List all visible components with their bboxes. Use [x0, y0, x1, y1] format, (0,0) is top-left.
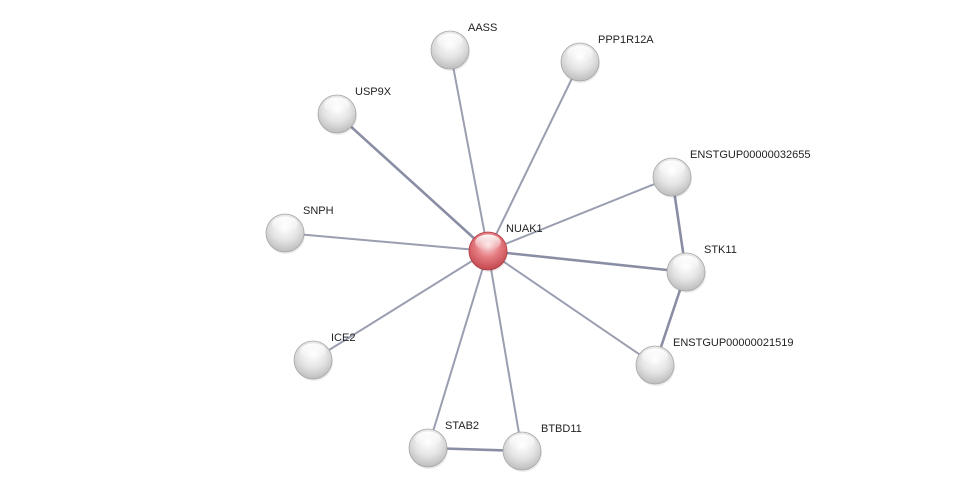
node-gloss [475, 234, 501, 251]
node-nuak1[interactable]: NUAK1 [468, 223, 543, 272]
node-layer: NUAK1 AASS PPP1R12A USP9X ENSTGUP00000032655… [265, 22, 810, 472]
node-gloss [567, 45, 593, 62]
edge-nuak1-stk11 [486, 249, 688, 274]
node-label-stab2: STAB2 [445, 420, 479, 432]
edge-nuak1-ice2 [312, 250, 489, 361]
edge-nuak1-snph [284, 232, 489, 252]
node-label-enstgup00000032655: ENSTGUP00000032655 [690, 149, 810, 161]
node-label-ice2: ICE2 [331, 332, 355, 344]
node-label-ppp1r12a: PPP1R12A [598, 34, 654, 46]
node-enstgup00000021519[interactable]: ENSTGUP00000021519 [635, 337, 793, 386]
edge-nuak1-stab2 [427, 250, 489, 449]
node-label-snph: SNPH [303, 205, 334, 217]
edge-nuak1-aass [449, 49, 489, 252]
node-gloss [300, 343, 326, 360]
node-gloss [509, 434, 535, 451]
edge-nuak1-enstgup00000021519 [487, 250, 656, 366]
node-enstgup00000032655[interactable]: ENSTGUP00000032655 [652, 149, 810, 198]
node-btbd11[interactable]: BTBD11 [502, 423, 582, 472]
node-stab2[interactable]: STAB2 [408, 420, 479, 469]
node-label-usp9x: USP9X [355, 86, 392, 98]
edge-nuak1-enstgup00000032655 [487, 176, 673, 252]
edge-nuak1-ppp1r12a [487, 61, 581, 252]
node-gloss [673, 255, 699, 272]
node-stk11[interactable]: STK11 [666, 244, 737, 293]
node-gloss [659, 160, 685, 177]
node-gloss [324, 97, 350, 114]
node-snph[interactable]: SNPH [265, 205, 334, 254]
edge-nuak1-usp9x [335, 112, 490, 253]
node-gloss [642, 348, 668, 365]
edge-nuak1-btbd11 [487, 250, 523, 452]
node-gloss [272, 216, 298, 233]
node-gloss [415, 431, 441, 448]
node-label-stk11: STK11 [704, 244, 737, 256]
node-ppp1r12a[interactable]: PPP1R12A [560, 34, 654, 83]
node-gloss [437, 33, 463, 50]
node-label-aass: AASS [468, 22, 497, 34]
node-label-nuak1: NUAK1 [506, 223, 543, 235]
node-usp9x[interactable]: USP9X [317, 86, 392, 135]
node-ice2[interactable]: ICE2 [293, 332, 355, 381]
node-label-btbd11: BTBD11 [541, 423, 582, 435]
node-label-enstgup00000021519: ENSTGUP00000021519 [673, 337, 793, 349]
node-aass[interactable]: AASS [430, 22, 497, 71]
